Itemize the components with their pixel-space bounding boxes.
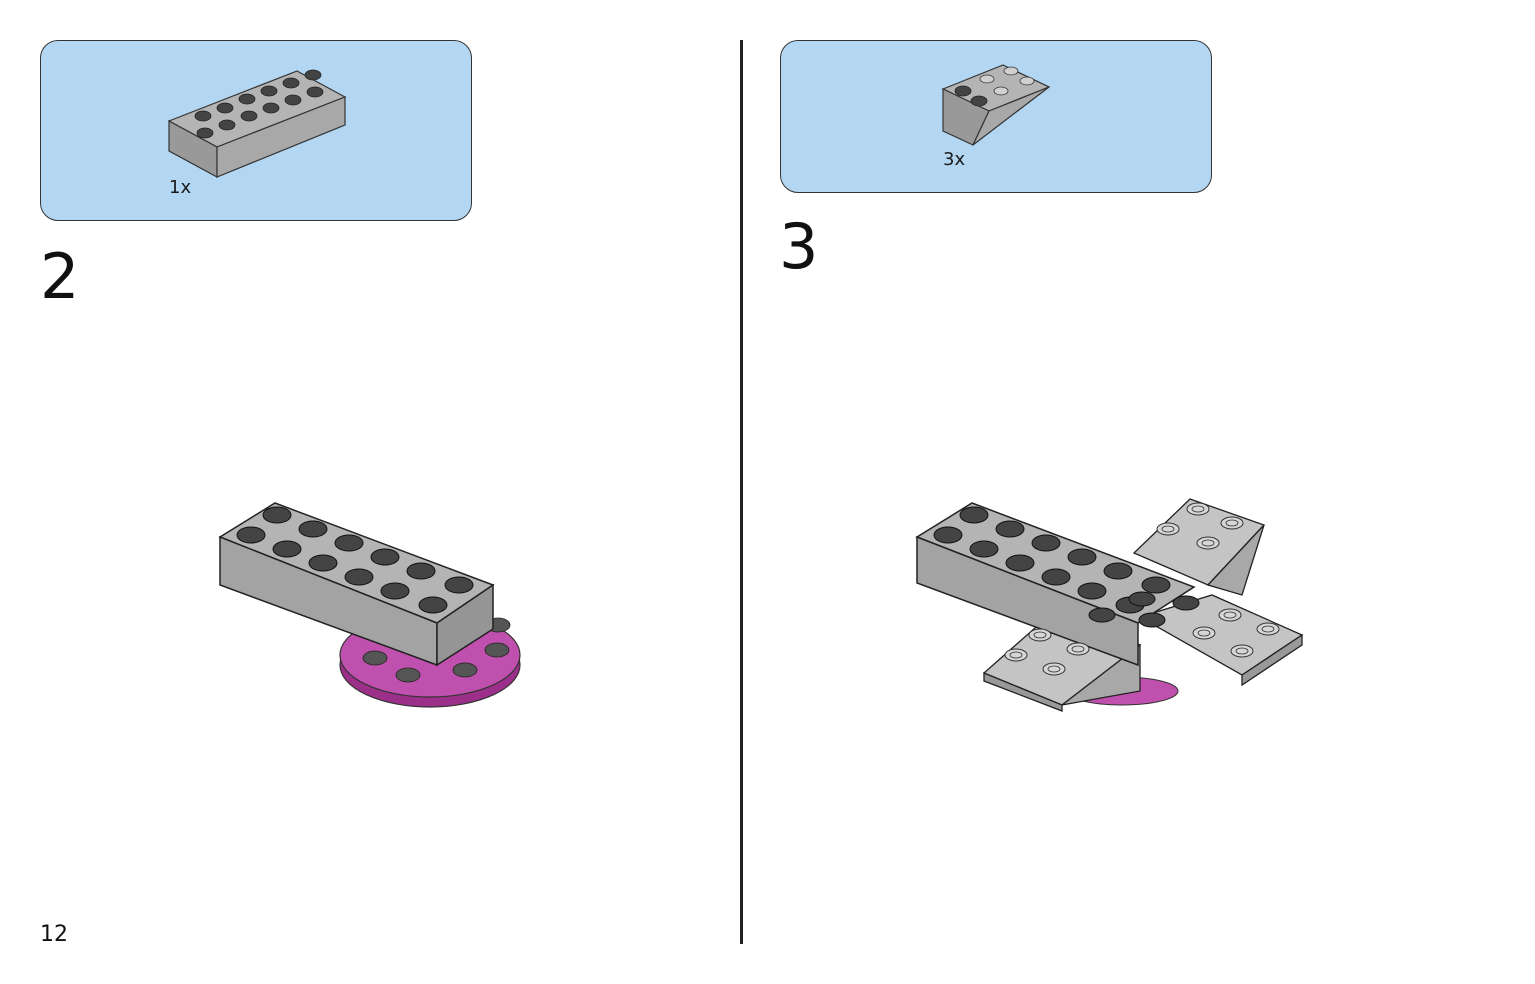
part-quantity: 3x bbox=[943, 149, 966, 170]
step-3-assembly-illustration bbox=[915, 498, 1304, 712]
page-number: 12 bbox=[40, 922, 68, 947]
grey-brick-2x6-icon bbox=[167, 69, 347, 179]
page-divider bbox=[740, 40, 743, 944]
step-number: 2 bbox=[40, 240, 80, 313]
step-2-parts-callout: 1x bbox=[40, 40, 472, 221]
part-quantity: 1x bbox=[169, 177, 192, 198]
grey-slope-inverted-2x2-icon bbox=[941, 64, 1051, 146]
step-3-parts-callout: 3x bbox=[780, 40, 1212, 193]
step-number: 3 bbox=[779, 210, 819, 283]
step-2-assembly-illustration bbox=[218, 502, 521, 708]
